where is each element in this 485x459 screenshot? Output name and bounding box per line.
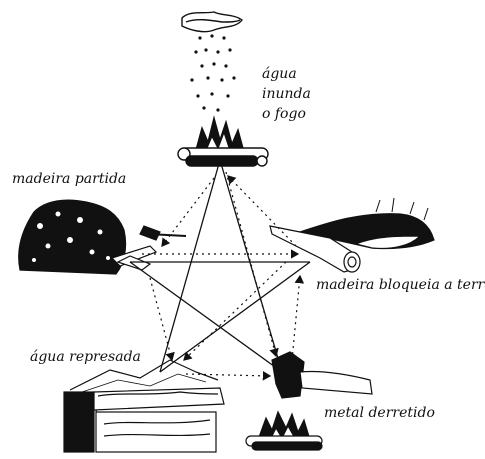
dotted-arrow — [227, 175, 297, 247]
label-madeira-bloqueia-terra: madeira bloqueia a terra — [316, 277, 485, 293]
star-edge — [159, 159, 221, 373]
label-agua-inunda-fogo: água inunda o fogo — [262, 64, 311, 124]
label-metal-derretido: metal derretido — [324, 405, 435, 421]
label-line: inunda — [262, 86, 311, 102]
label-agua-represada: água represada — [30, 349, 141, 365]
molten-metal-illustration — [245, 351, 373, 451]
star-solid-lines — [129, 159, 311, 373]
label-madeira-partida: madeira partida — [12, 171, 127, 187]
dotted-arrow — [161, 177, 215, 247]
dammed-water-illustration — [63, 359, 225, 453]
dotted-arrow — [225, 171, 279, 358]
dotted-arrow — [149, 277, 175, 362]
dotted-arrows — [142, 171, 305, 381]
rain-cloud-illustration — [181, 11, 243, 112]
rain-drops — [190, 34, 236, 112]
split-wood-illustration — [18, 199, 187, 275]
star-edge — [129, 261, 283, 373]
dotted-arrow — [185, 371, 272, 381]
fire-logs-illustration-top — [177, 115, 269, 167]
dotted-arrow — [291, 274, 305, 361]
label-line: água — [262, 66, 297, 82]
dotted-arrow — [183, 261, 287, 361]
label-line: o fogo — [262, 106, 306, 122]
log-blocking-earth-illustration — [269, 197, 435, 273]
